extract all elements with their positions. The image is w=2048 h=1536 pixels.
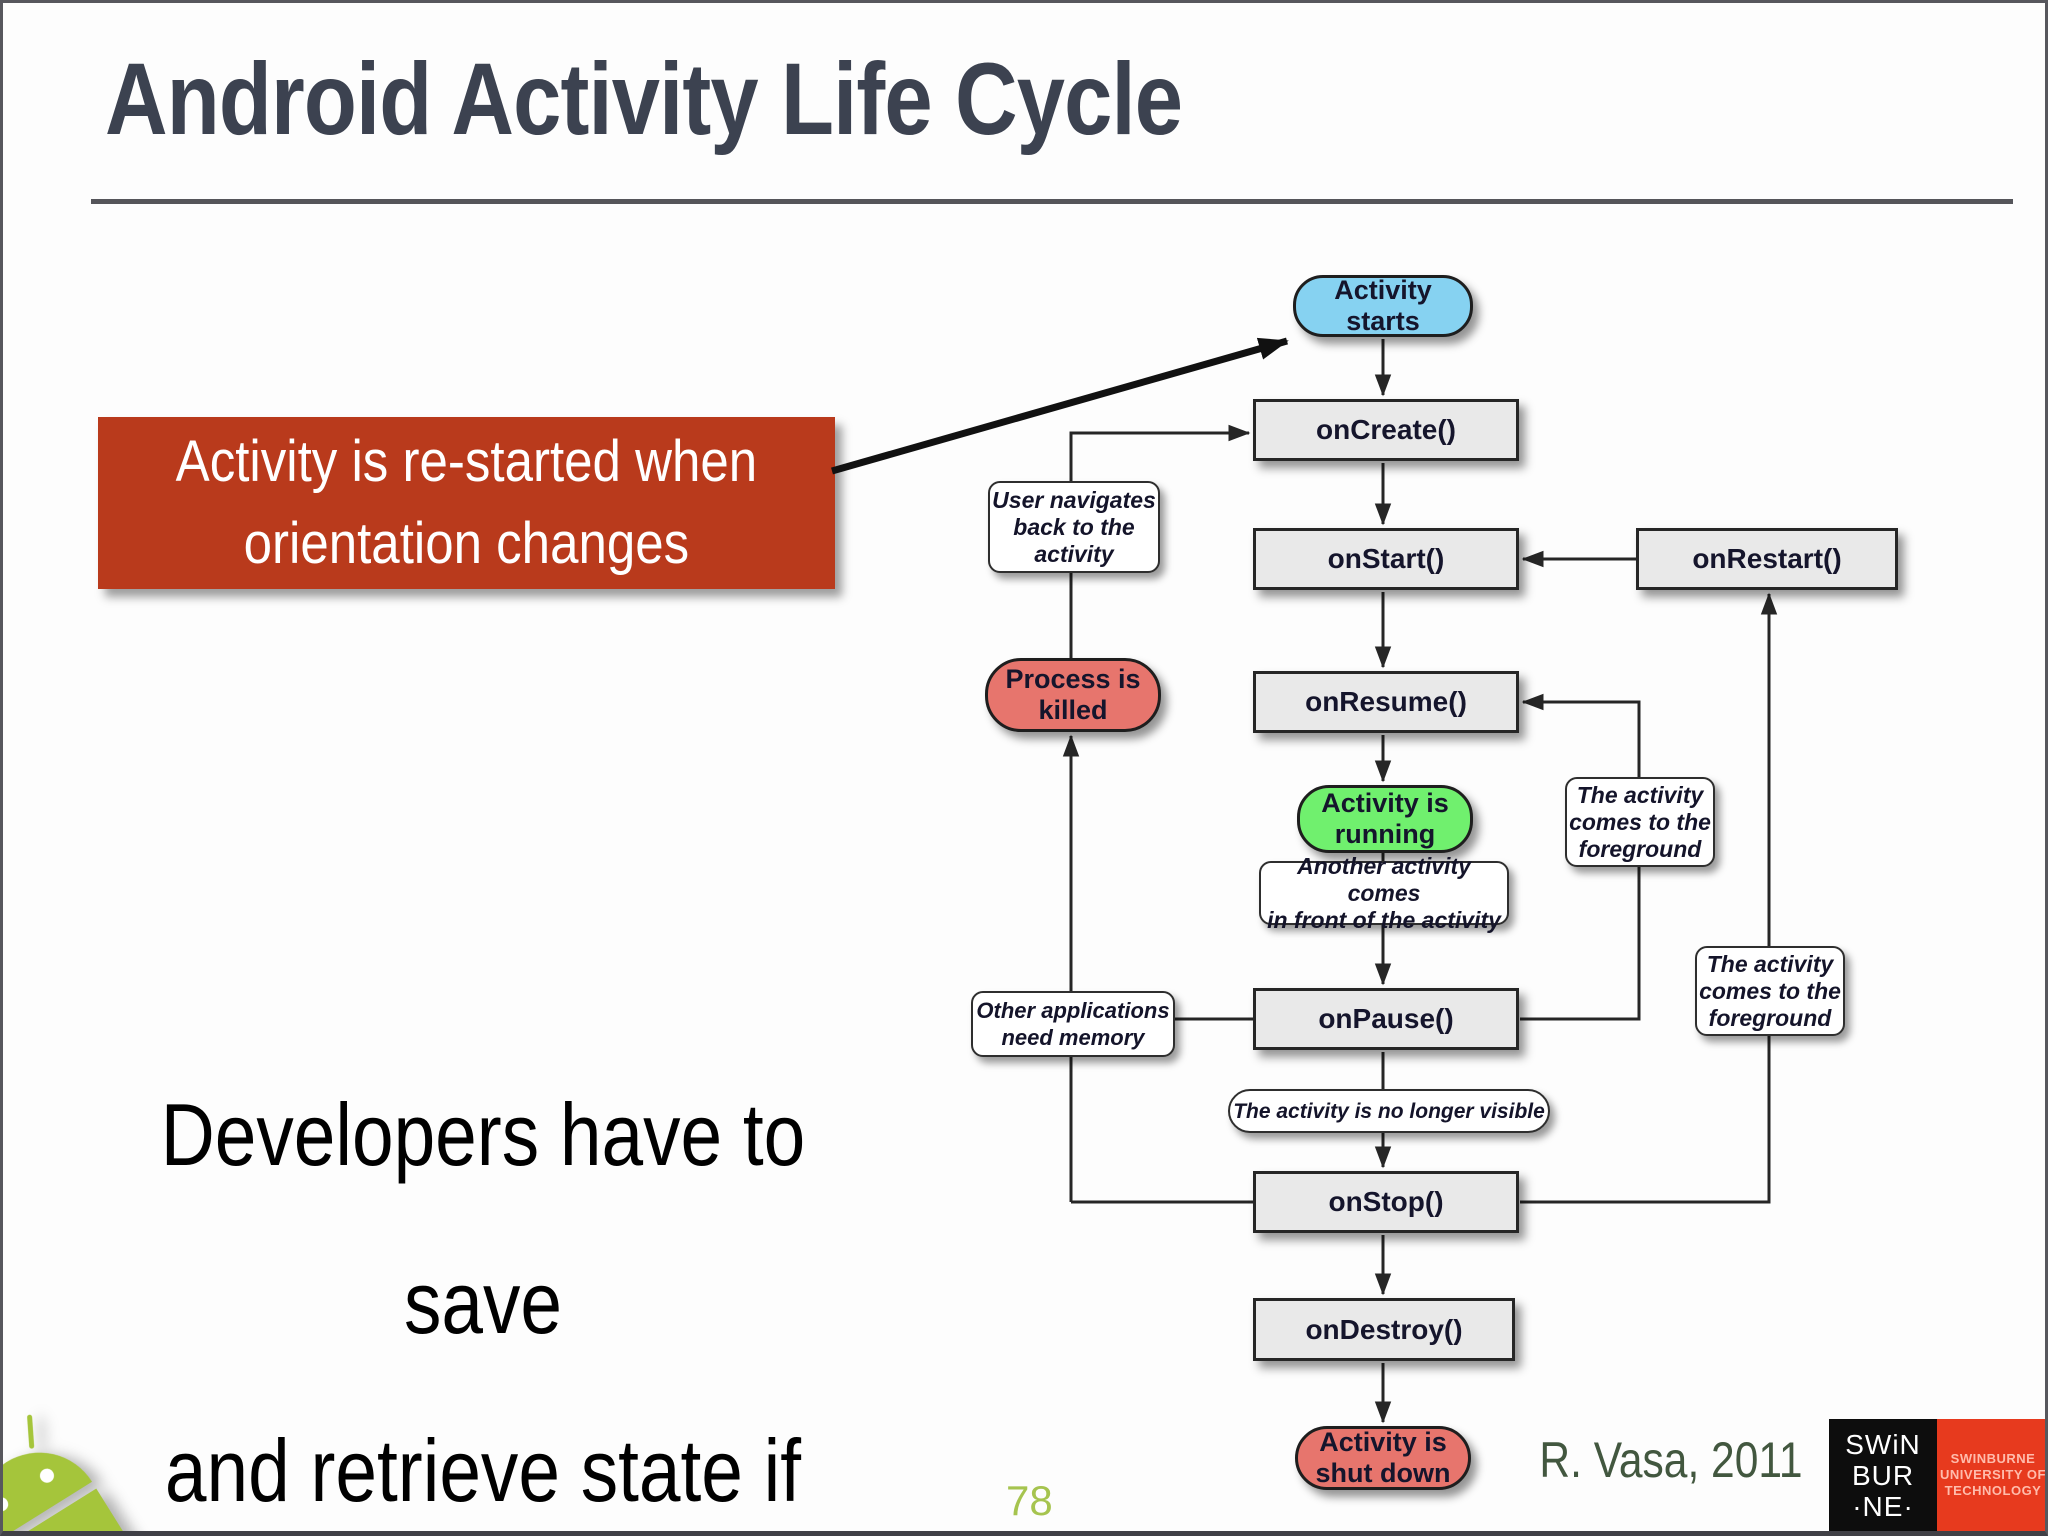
title-underline <box>91 199 2013 204</box>
page-title: Android Activity Life Cycle <box>105 41 1372 158</box>
robot-eye-right <box>37 1466 57 1486</box>
node-activity-starts: Activity starts <box>1293 275 1473 337</box>
wordmark-line-1: SWiN <box>1845 1428 1921 1460</box>
callout-not-visible: The activity is no longer visible <box>1228 1089 1550 1133</box>
swinburne-logo: SWiN BUR ·NE· SWINBURNE UNIVERSITY OF TE… <box>1829 1419 2046 1531</box>
body-text: Developers have to save and retrieve sta… <box>160 1085 806 1520</box>
callout-other-apps: Other applications need memory <box>971 991 1175 1057</box>
callout-foreground-2: The activity comes to the foreground <box>1695 946 1845 1036</box>
flowchart-connectors <box>831 337 1778 1424</box>
callout-foreground-1: The activity comes to the foreground <box>1565 777 1715 867</box>
robot-eye-left <box>3 1494 11 1514</box>
credit-text-inner: R. Vasa, 2011 <box>1538 1432 1802 1488</box>
node-activity-shut-down: Activity is shut down <box>1295 1426 1471 1490</box>
callout-user-navigates: User navigates back to the activity <box>988 481 1160 573</box>
restart-arrow <box>831 337 1289 475</box>
node-ondestroy: onDestroy() <box>1253 1298 1515 1361</box>
node-onpause: onPause() <box>1253 988 1519 1050</box>
tagline-line-1: SWINBURNE <box>1950 1451 2036 1466</box>
node-onresume: onResume() <box>1253 671 1519 733</box>
wordmark-line-2: BUR <box>1851 1459 1915 1491</box>
page-title-text: Android Activity Life Cycle <box>105 42 1183 156</box>
credit-text: R. Vasa, 2011 <box>1493 1431 1802 1489</box>
node-onstart: onStart() <box>1253 528 1519 590</box>
orientation-callout-text: Activity is re-started when orientation … <box>175 429 758 576</box>
wordmark-line-3: ·NE· <box>1852 1490 1914 1522</box>
tagline-line-3: TECHNOLOGY <box>1944 1483 2042 1498</box>
orientation-callout-box: Activity is re-started when orientation … <box>98 417 835 589</box>
node-onstop: onStop() <box>1253 1171 1519 1233</box>
swinburne-wordmark: SWiN BUR ·NE· <box>1829 1419 1937 1531</box>
node-oncreate: onCreate() <box>1253 399 1519 461</box>
node-activity-running: Activity is running <box>1297 785 1473 853</box>
callout-another-activity: Another activity comes in front of the a… <box>1259 853 1509 933</box>
node-process-killed: Process is killed <box>985 658 1161 732</box>
swinburne-tagline: SWINBURNE UNIVERSITY OF TECHNOLOGY <box>1937 1419 2046 1531</box>
robot-antenna-right <box>26 1414 35 1449</box>
node-onrestart: onRestart() <box>1636 528 1898 590</box>
page-number: 78 <box>1006 1477 1053 1524</box>
tagline-line-2: UNIVERSITY OF <box>1940 1467 2046 1482</box>
